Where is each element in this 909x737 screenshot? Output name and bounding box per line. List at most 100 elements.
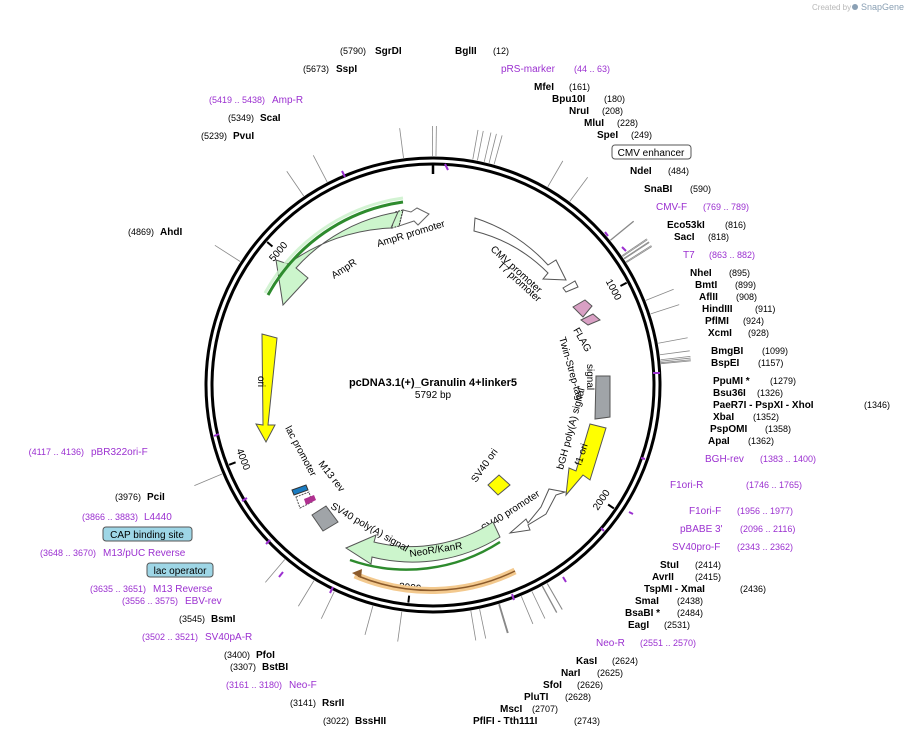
primer-range: (3866 .. 3883) [82, 512, 138, 522]
enzyme-name[interactable]: MluI [584, 118, 604, 129]
enzyme-name[interactable]: Eco53kI [667, 220, 705, 231]
cmv-promoter-feature[interactable] [473, 217, 567, 281]
primer-range: (3635 .. 3651) [90, 584, 146, 594]
neor-kanr-feature[interactable] [344, 521, 501, 565]
m13-rev-feature[interactable] [291, 484, 309, 496]
t7-promoter-feature[interactable] [562, 280, 579, 293]
enzyme-name[interactable]: PflFI - Tth111I [473, 716, 538, 727]
enzyme-name[interactable]: BstBI [262, 662, 288, 673]
enzyme-name[interactable]: NarI [561, 668, 581, 679]
primer-name[interactable]: EBV-rev [185, 596, 222, 607]
enzyme-name[interactable]: PpuMI * [713, 376, 750, 387]
enzyme-name[interactable]: SmaI [635, 596, 659, 607]
enzyme-name[interactable]: PfoI [256, 650, 275, 661]
sv40-ori-feature[interactable] [487, 474, 511, 496]
enzyme-name[interactable]: BsmI [211, 614, 236, 625]
enzyme-name[interactable]: AvrII [652, 572, 674, 583]
leader-line [660, 357, 691, 362]
lac-operator-box[interactable] [146, 562, 214, 578]
enzyme-name[interactable]: BsaBI * [625, 608, 660, 619]
primer-name[interactable]: pBR322ori-F [91, 447, 148, 458]
primer-name[interactable]: SV40pro-F [672, 542, 720, 553]
enzyme-name[interactable]: BspEI [711, 358, 740, 369]
enzyme-name[interactable]: PluTI [524, 692, 549, 703]
primer-name[interactable]: pBABE 3' [680, 524, 723, 535]
twin-strep-tag-feature[interactable] [580, 313, 601, 326]
plasmid-length: 5792 bp [415, 390, 452, 401]
cmv-enhancer-box[interactable] [611, 144, 692, 160]
enzyme-name[interactable]: Bsu36I [713, 388, 746, 399]
primer-range: (2551 .. 2570) [640, 638, 696, 648]
enzyme-pos: (816) [725, 220, 746, 230]
bgh-polya-feature[interactable] [594, 375, 611, 420]
enzyme-name[interactable]: MscI [500, 704, 522, 715]
enzyme-name[interactable]: StuI [660, 560, 679, 571]
ori-feature[interactable] [255, 333, 278, 444]
enzyme-name[interactable]: SfoI [543, 680, 562, 691]
primer-name[interactable]: pRS-marker [501, 64, 556, 75]
primer-name[interactable]: SV40pA-R [205, 632, 252, 643]
backbone-outer-ring [204, 156, 662, 614]
f1-ori-feature[interactable] [565, 423, 607, 497]
enzyme-name[interactable]: Bpu10I [552, 94, 586, 105]
primer-name[interactable]: M13 Reverse [153, 584, 213, 595]
primer-name[interactable]: Amp-R [272, 95, 303, 106]
enzyme-name[interactable]: XbaI [713, 412, 734, 423]
enzyme-name[interactable]: SacI [674, 232, 695, 243]
enzyme-name[interactable]: RsrII [322, 698, 344, 709]
leader-line [531, 591, 546, 619]
enzyme-name[interactable]: SnaBI [644, 184, 673, 195]
enzyme-pos: (1346) [864, 400, 890, 410]
enzyme-name[interactable]: NheI [690, 268, 712, 279]
enzyme-name[interactable]: BglII [455, 46, 477, 57]
enzyme-name[interactable]: PciI [147, 492, 165, 503]
enzyme-name[interactable]: SgrDI [375, 46, 402, 57]
enzyme-name[interactable]: ApaI [708, 436, 730, 447]
enzyme-name[interactable]: ScaI [260, 113, 281, 124]
enzyme-name[interactable]: EagI [628, 620, 649, 631]
enzyme-pos: (928) [748, 328, 769, 338]
ampr-feature[interactable] [275, 211, 399, 307]
leader-line [542, 585, 558, 613]
enzyme-name[interactable]: XcmI [708, 328, 732, 339]
cap-binding-site-box[interactable] [102, 526, 193, 542]
primer-name[interactable]: Neo-R [596, 638, 625, 649]
enzyme-name[interactable]: BmgBI [711, 346, 743, 357]
leader-line [645, 288, 674, 301]
sv40-promoter-feature[interactable] [508, 488, 567, 534]
primer-name[interactable]: F1ori-F [689, 506, 721, 517]
enzyme-name[interactable]: SspI [336, 64, 357, 75]
enzyme-name[interactable]: PspOMI [710, 424, 747, 435]
enzyme-name[interactable]: MfeI [534, 82, 554, 93]
leader-line [479, 609, 487, 639]
primer-range: (3161 .. 3180) [226, 680, 282, 690]
primer-name[interactable]: CMV-F [656, 202, 687, 213]
primer-name[interactable]: M13/pUC Reverse [103, 548, 186, 559]
primer-name[interactable]: BGH-rev [705, 454, 744, 465]
enzyme-name[interactable]: PflMI [705, 316, 729, 327]
enzyme-name[interactable]: BssHII [355, 716, 386, 727]
enzyme-name[interactable]: KasI [576, 656, 597, 667]
enzyme-name[interactable]: NdeI [630, 166, 652, 177]
primer-name[interactable]: T7 [683, 250, 695, 261]
enzyme-name[interactable]: SpeI [597, 130, 618, 141]
enzyme-name[interactable]: PvuI [233, 131, 254, 142]
enzyme-name[interactable]: AflII [699, 292, 718, 303]
enzyme-pos: (484) [668, 166, 689, 176]
enzyme-name[interactable]: AhdI [160, 227, 182, 238]
primer-name[interactable]: Neo-F [289, 680, 317, 691]
primer-mark [628, 511, 634, 515]
enzyme-name[interactable]: TspMI - XmaI [644, 584, 705, 595]
primer-name[interactable]: F1ori-R [670, 480, 703, 491]
enzyme-name[interactable]: PaeR7I - PspXI - XhoI [713, 400, 814, 411]
enzyme-pos: (1358) [765, 424, 791, 434]
tick-label: 1000 [603, 278, 623, 303]
leader-line [650, 304, 680, 315]
enzyme-name[interactable]: HindIII [702, 304, 733, 315]
enzyme-name[interactable]: BmtI [695, 280, 717, 291]
ampr-promoter-feature[interactable] [398, 207, 430, 227]
flag-feature[interactable] [572, 299, 593, 318]
enzyme-name[interactable]: NruI [569, 106, 589, 117]
sv40-polya-feature[interactable] [311, 505, 339, 532]
primer-name[interactable]: L4440 [144, 512, 172, 523]
